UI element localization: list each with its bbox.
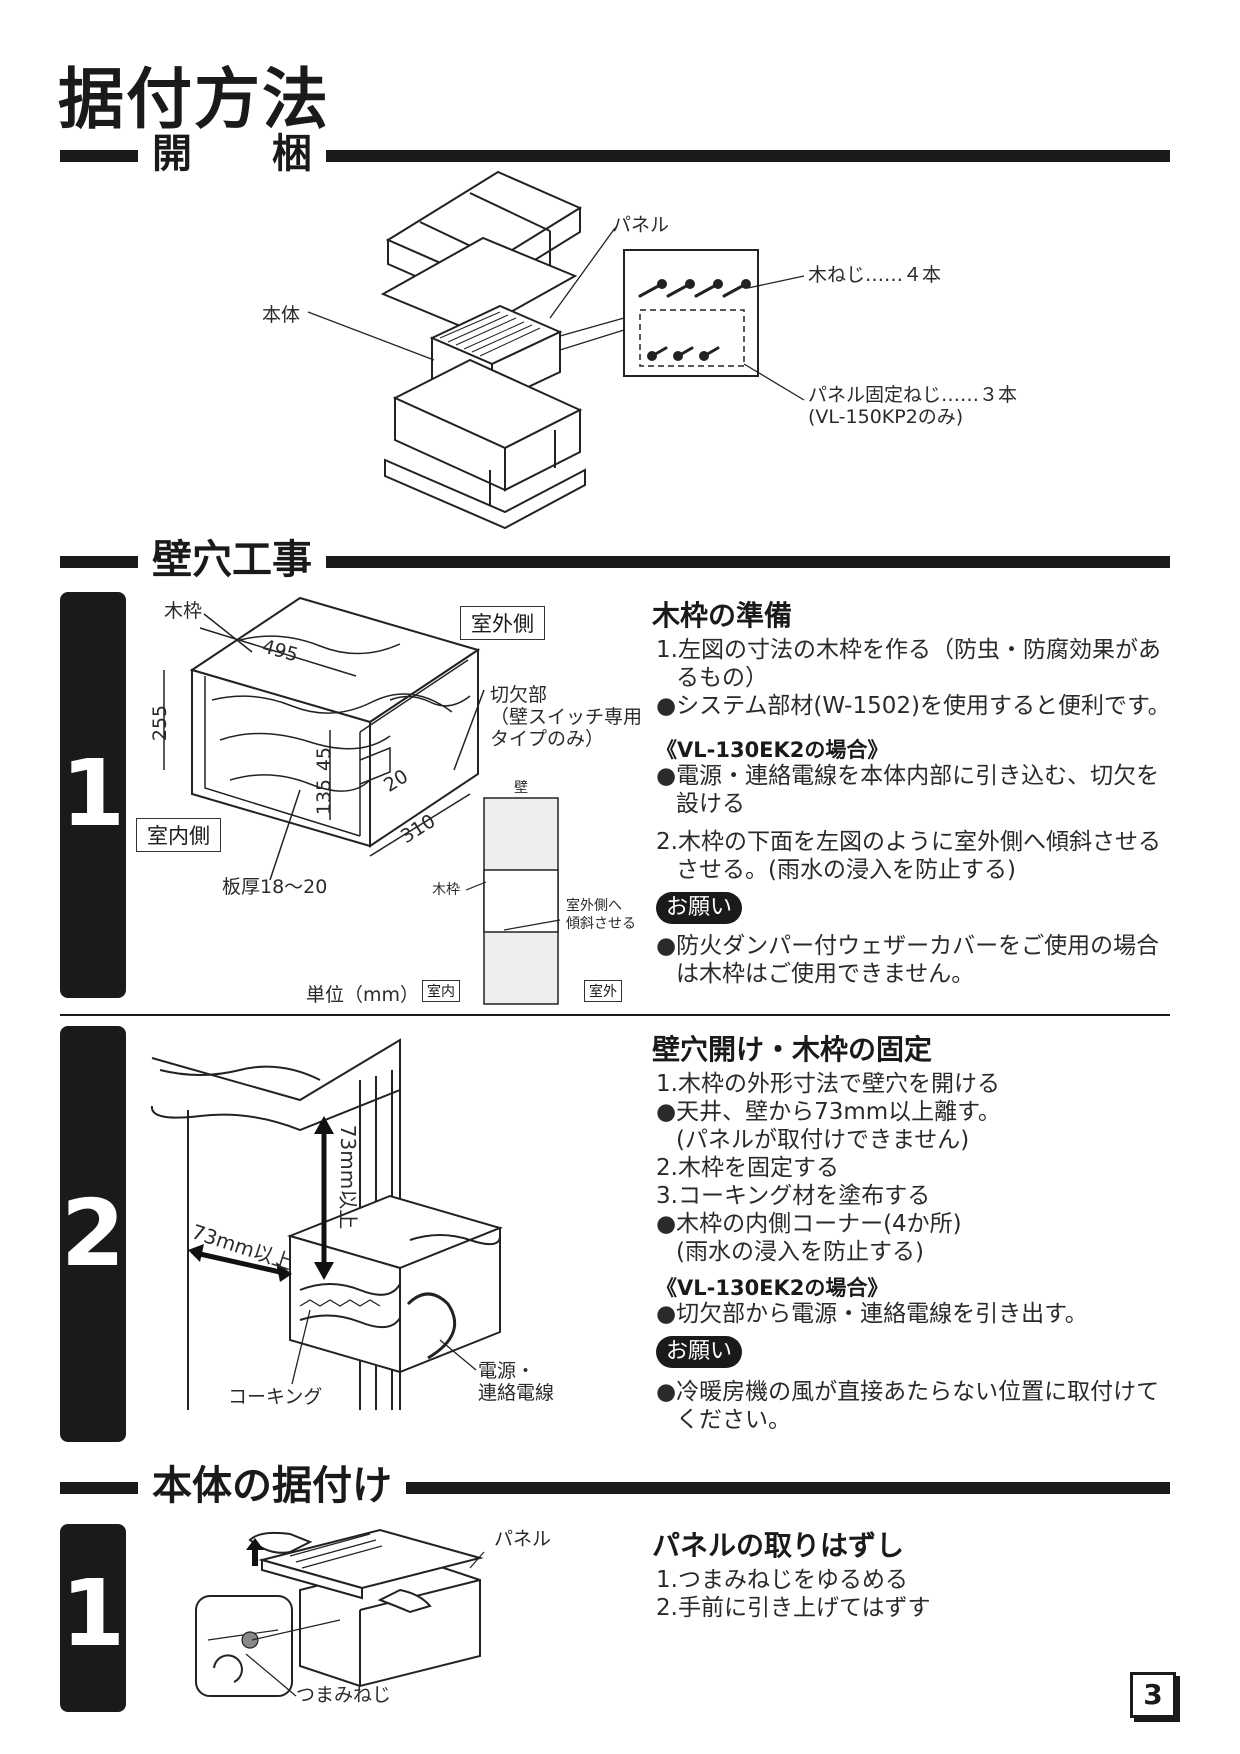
step1-note1: ●防火ダンパー付ウェザーカバーをご使用の場合 <box>656 933 1160 959</box>
section-rule <box>60 556 1170 568</box>
step-bar-2 <box>60 1026 126 1442</box>
label-knob-screw: つまみねじ <box>296 1684 392 1706</box>
label-panel-screw-note: (VL-150KP2のみ) <box>808 406 964 428</box>
step1-line3: 2.木枠の下面を左図のように室外側へ傾斜させる <box>656 829 1161 855</box>
label-thickness: 板厚18～20 <box>222 876 328 898</box>
label-wire: 電源・ <box>478 1360 536 1382</box>
label-notch: 切欠部 <box>490 684 548 706</box>
label-indoor: 室内側 <box>136 818 221 852</box>
step2-heading: 壁穴開け・木枠の固定 <box>652 1033 933 1066</box>
label-unit: 単位（mm） <box>306 984 420 1006</box>
step2-line1: 1.木枠の外形寸法で壁穴を開ける <box>656 1071 1000 1097</box>
step-bar-1 <box>60 592 126 998</box>
step1-case-title: 《VL-130EK2の場合》 <box>656 738 889 762</box>
step-bar-3 <box>60 1524 126 1712</box>
step-number: 1 <box>60 740 125 847</box>
page-title: 据付方法 <box>58 61 330 138</box>
step1-line3b: させる。(雨水の浸入を防止する) <box>676 857 1016 883</box>
request-badge: お願い <box>656 1336 743 1368</box>
step2-case1: ●切欠部から電源・連絡電線を引き出す。 <box>656 1301 1088 1327</box>
step2-case-title: 《VL-130EK2の場合》 <box>656 1276 889 1300</box>
label-wall: 壁 <box>514 780 528 796</box>
step1-line2: ●システム部材(W-1502)を使用すると便利です。 <box>656 693 1171 719</box>
label-wood-screw: 木ねじ……４本 <box>808 264 942 286</box>
label-panel-screw: パネル固定ねじ……３本 <box>808 384 1018 406</box>
step-divider <box>60 1014 1170 1016</box>
section-title-wall-hole: 壁穴工事 <box>138 536 326 584</box>
label-tilt: 室外側へ <box>566 898 622 914</box>
step1-line1: 1.左図の寸法の木枠を作る（防虫・防腐効果があ <box>656 637 1161 663</box>
step1-note1b: は木枠はご使用できません。 <box>676 961 975 987</box>
label-tilt-2: 傾斜させる <box>566 916 636 932</box>
label-room-in: 室内 <box>422 980 460 1002</box>
step2-line5: 3.コーキング材を塗布する <box>656 1183 931 1209</box>
step2-line2: ●天井、壁から73mm以上離す。 <box>656 1099 1001 1125</box>
label-wire-2: 連絡電線 <box>478 1382 555 1404</box>
label-caulking: コーキング <box>228 1386 323 1408</box>
step3-line1: 1.つまみねじをゆるめる <box>656 1567 908 1593</box>
step2-line6: ●木枠の内側コーナー(4か所) <box>656 1211 962 1237</box>
step-number: 2 <box>60 1180 125 1287</box>
step2-line3: (パネルが取付けできません) <box>676 1127 970 1153</box>
label-outdoor: 室外側 <box>460 606 545 640</box>
step1-heading: 木枠の準備 <box>652 599 793 632</box>
step-number: 1 <box>60 1560 125 1667</box>
label-notch-note: （壁スイッチ専用 <box>490 706 643 728</box>
step2-note1: ●冷暖房機の風が直接あたらない位置に取付けて <box>656 1379 1160 1405</box>
section-rule <box>60 150 1170 162</box>
request-badge: お願い <box>656 892 743 924</box>
step1-case1: ●電源・連絡電線を本体内部に引き込む、切欠を <box>656 763 1160 789</box>
step2-line7: (雨水の浸入を防止する) <box>676 1239 924 1265</box>
section-title-unpack: 開 梱 <box>138 130 326 178</box>
label-wood-frame: 木枠 <box>164 600 203 622</box>
step1-case1b: 設ける <box>676 791 745 817</box>
label-body: 本体 <box>262 304 301 326</box>
label-panel-2: パネル <box>494 1528 552 1550</box>
label-panel: パネル <box>612 214 670 236</box>
page-number: 3 <box>1130 1672 1176 1718</box>
step2-line4: 2.木枠を固定する <box>656 1155 839 1181</box>
step2-note1b: ください。 <box>676 1407 791 1433</box>
step3-heading: パネルの取りはずし <box>652 1529 905 1562</box>
label-room-out: 室外 <box>584 980 622 1002</box>
label-notch-note2: タイプのみ） <box>490 728 605 750</box>
step3-line2: 2.手前に引き上げてはずす <box>656 1595 931 1621</box>
step1-line1b: るもの） <box>676 665 768 691</box>
label-wood-frame-2: 木枠 <box>432 882 460 898</box>
section-title-body-install: 本体の据付け <box>138 1462 406 1510</box>
